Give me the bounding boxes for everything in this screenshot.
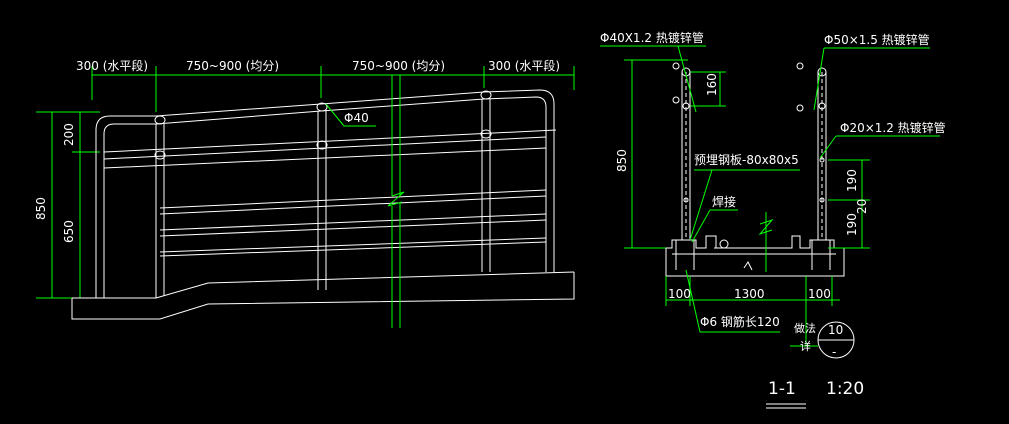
section-dim-160: 160 [705,73,719,96]
lower-rails [159,189,547,257]
section-title: 1-1 1:20 [766,379,864,409]
label-weld: 焊接 [712,194,736,209]
detail-number: 10 [828,323,843,337]
left-dimension-chain: 200 650 850 [34,111,100,299]
section-dim-850: 850 [615,149,629,172]
detail-sheet: - [832,345,836,359]
break-line [387,75,405,328]
section-1-1: 850 160 [600,30,946,409]
section-base [665,212,845,277]
detail-note: 做法 [794,321,816,335]
label-pipe-phi20: Φ20×1.2 热镀锌管 [840,120,946,135]
section-left-dims: 850 160 [615,59,726,249]
label-embedded-plate: 预埋钢板-80x80x5 [694,153,799,167]
rail-label-leader: Φ40 [325,103,376,127]
section-dim-190b: 190 [845,213,859,236]
section-bottom-dims: 100 1300 100 [665,276,840,306]
detail-reference: 做法 详 10 - [790,300,855,359]
third-rail [103,147,547,169]
section-dim-20: 20 [855,199,869,214]
section-dim-190a: 190 [845,169,859,192]
section-dim-bottom-100a: 100 [668,287,691,301]
section-title-label: 1-1 [768,379,796,399]
top-dimension-chain: 300 (水平段) 750~900 (均分) 750~900 (均分) 300 … [76,58,575,112]
dim-left-650: 650 [62,220,76,243]
posts [154,90,492,298]
dim-top-3: 750~900 (均分) [352,59,445,73]
rail-diameter-label: Φ40 [344,111,369,125]
section-scale-label: 1:20 [826,379,864,399]
base-slab [71,271,575,320]
section-dim-bottom-1300: 1300 [734,287,765,301]
detail-note-2: 详 [800,339,811,353]
label-rebar: Φ6 钢筋长120 [700,314,780,329]
section-dim-bottom-100b: 100 [808,287,831,301]
label-pipe-phi40: Φ40X1.2 热镀锌管 [600,30,704,45]
dim-top-1: 300 (水平段) [76,58,148,73]
section-post-left [672,62,691,240]
section-leaders: Φ40X1.2 热镀锌管 Φ50×1.5 热镀锌管 Φ20×1.2 热镀锌管 预… [600,30,946,333]
section-post-right [796,62,827,240]
dim-left-200: 200 [62,123,76,146]
dim-top-2: 750~900 (均分) [186,59,279,73]
label-pipe-phi50: Φ50×1.5 热镀锌管 [824,32,930,47]
dim-left-850: 850 [34,197,48,220]
section-right-dims: 190 190 20 [828,159,870,249]
dim-top-4: 300 (水平段) [488,58,560,73]
second-rail [103,129,557,160]
railing-elevation: 300 (水平段) 750~900 (均分) 750~900 (均分) 300 … [34,58,575,328]
